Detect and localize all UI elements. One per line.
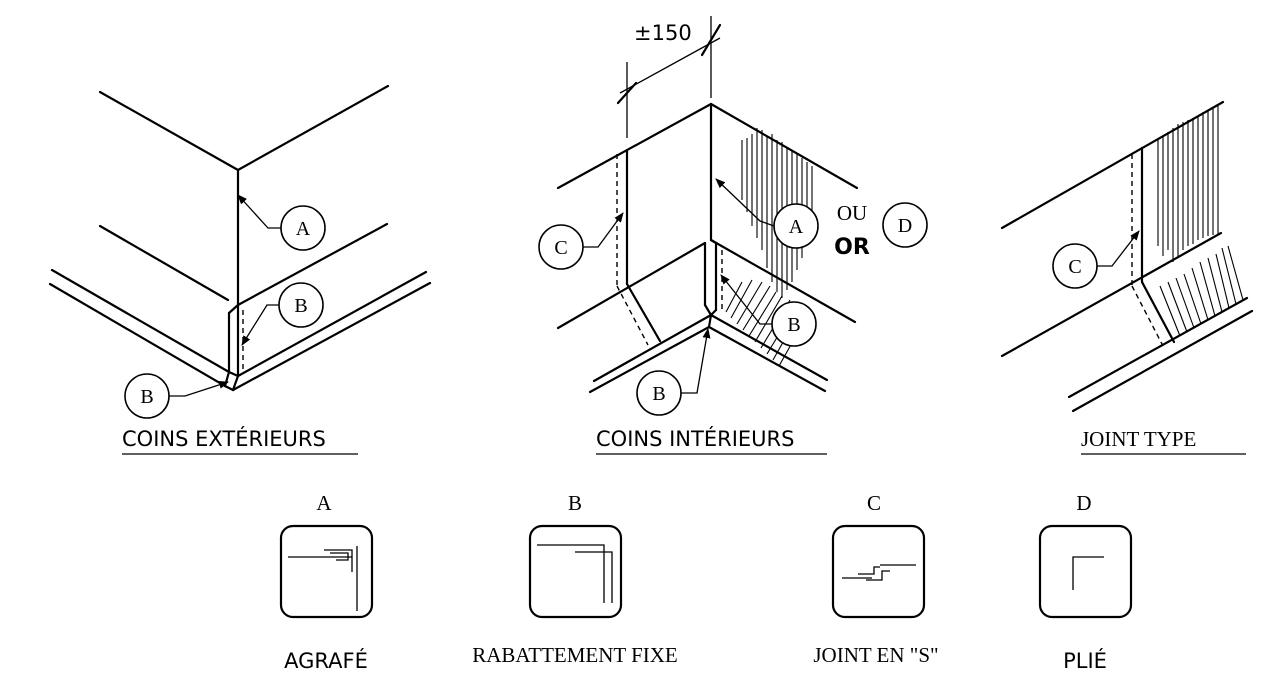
callout-b-interior-top: B (720, 274, 817, 347)
legend-item-c: C JOINT EN "S" (813, 491, 938, 667)
dimension-150: ±150 (616, 16, 722, 138)
svg-text:AGRAFÉ: AGRAFÉ (284, 648, 368, 673)
svg-text:B: B (652, 383, 665, 405)
interior-view-title: COINS INTÉRIEURS (596, 426, 794, 451)
joint-view-title: JOINT TYPE (1081, 427, 1196, 451)
legend-item-d: D PLIÉ (1038, 491, 1133, 673)
or-label-en: OR (834, 235, 870, 260)
svg-text:D: D (898, 215, 912, 237)
svg-text:C: C (1068, 256, 1081, 278)
svg-text:D: D (1076, 491, 1091, 515)
callout-b-exterior-top: B (241, 282, 324, 346)
svg-text:A: A (296, 218, 311, 240)
exterior-corner-view (48, 84, 432, 392)
callout-c-interior: C (538, 212, 624, 270)
svg-text:B: B (568, 491, 582, 515)
joint-type-view (1000, 100, 1254, 413)
svg-text:C: C (554, 237, 567, 259)
callout-c-joint: C (1052, 230, 1140, 289)
or-label-fr: OU (837, 201, 867, 225)
svg-text:B: B (140, 386, 153, 408)
legend-item-a: A AGRAFÉ (279, 491, 374, 673)
callout-a-interior: A (715, 178, 819, 249)
legend-item-b: B RABATTEMENT FIXE (472, 491, 678, 667)
svg-text:A: A (789, 216, 804, 238)
svg-text:A: A (316, 491, 332, 515)
joint-hatching (1157, 106, 1244, 337)
svg-text:±150: ±150 (634, 21, 692, 45)
svg-text:B: B (294, 295, 307, 317)
interior-corner-view (556, 102, 859, 394)
svg-text:RABATTEMENT FIXE: RABATTEMENT FIXE (472, 643, 678, 667)
callout-b-interior-bottom: B (636, 328, 711, 416)
svg-text:PLIÉ: PLIÉ (1063, 648, 1107, 673)
svg-text:C: C (867, 491, 881, 515)
svg-text:B: B (787, 314, 800, 336)
callout-d-interior: D (882, 202, 928, 248)
svg-text:JOINT EN "S": JOINT EN "S" (813, 643, 938, 667)
callout-a-exterior: A (237, 194, 326, 251)
callout-b-exterior-bottom: B (124, 373, 229, 419)
exterior-view-title: COINS EXTÉRIEURS (122, 426, 326, 451)
